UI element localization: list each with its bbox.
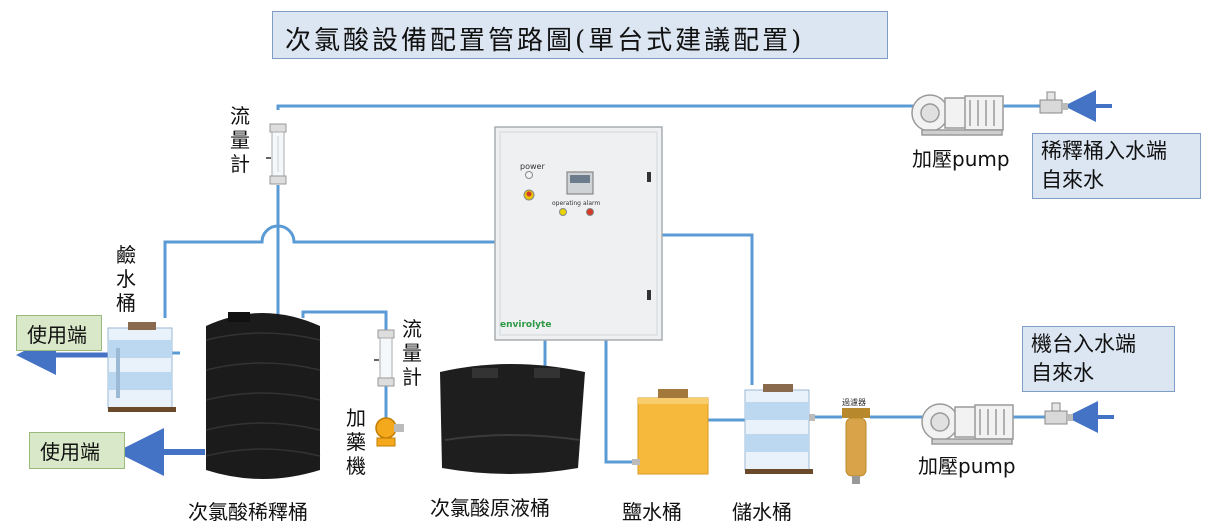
flowmeter-label-1: 流量計 (230, 104, 250, 176)
flowmeter-2 (374, 329, 395, 387)
tank-label-brine: 鹽水桶 (622, 500, 682, 524)
page-title: 次氯酸設備配置管路圖(單台式建議配置) (272, 11, 888, 59)
storage-tank (744, 384, 815, 474)
pipes (163, 104, 1045, 464)
valve-top (1039, 91, 1068, 114)
dosing-machine-label: 加藥機 (346, 406, 366, 478)
valve-bottom (1044, 402, 1073, 425)
callout-line: 自來水 (1031, 361, 1094, 385)
pipe-top-line (276, 104, 915, 110)
pump-label-top: 加壓pump (912, 147, 1010, 171)
pump-top (911, 94, 1004, 136)
callout-dilution-inlet: 稀釋桶入水端 自來水 (1032, 133, 1201, 199)
flow-arrows (16, 90, 1114, 476)
dilution-tank (205, 312, 321, 479)
control-panel (494, 126, 663, 341)
pipe-alkali-to-panel (163, 224, 495, 318)
panel-operating-label: operating (552, 200, 581, 207)
callout-line: 機台入水端 (1031, 332, 1136, 356)
callout-line: 自來水 (1041, 168, 1104, 192)
alkali-tank-label: 鹼水桶 (116, 243, 136, 315)
use-point-label-2: 使用端 (29, 432, 125, 469)
flowmeter-1 (266, 123, 287, 185)
panel-brand-logo: envirolyte (500, 320, 552, 330)
dosing-pump (375, 417, 404, 447)
stock-tank (440, 364, 585, 474)
callout-line: 稀釋桶入水端 (1041, 139, 1167, 163)
pipe-dilution-to-dosing (301, 310, 388, 330)
panel-power-label: power (520, 162, 545, 171)
tank-label-dilution: 次氯酸稀釋桶 (188, 500, 308, 524)
pump-bottom (921, 403, 1014, 445)
pump-label-bottom: 加壓pump (918, 454, 1016, 478)
pipe-panel-to-storage (662, 233, 754, 385)
tank-label-storage: 儲水桶 (732, 500, 792, 524)
tank-label-stock: 次氯酸原液桶 (430, 496, 550, 520)
alkali-tank (107, 322, 176, 412)
filter (842, 408, 870, 484)
pipe-panel-to-brine (604, 340, 638, 464)
filter-label: 過濾器 (842, 398, 866, 407)
flowmeter-label-2: 流量計 (402, 317, 422, 389)
use-point-label-1: 使用端 (16, 315, 102, 351)
callout-machine-inlet: 機台入水端 自來水 (1022, 326, 1175, 392)
brine-tank (632, 389, 709, 475)
panel-alarm-label: alarm (583, 200, 601, 207)
